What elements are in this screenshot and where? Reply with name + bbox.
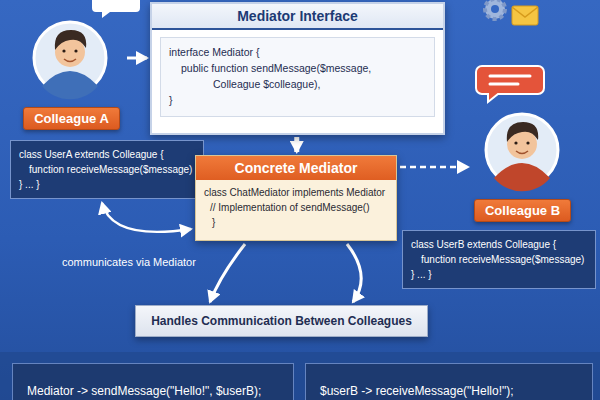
code-line: } ... }: [19, 177, 195, 192]
speech-bubble-icon: [92, 0, 140, 18]
code-line: public function sendMessage($message,: [169, 60, 426, 76]
code-line: // Implementation of sendMessage(): [204, 200, 388, 215]
avatar-smile: [516, 151, 528, 154]
avatar-eye: [74, 49, 77, 52]
connector: [400, 166, 468, 169]
connector: [102, 203, 191, 232]
code-area: interface Mediator {public function send…: [160, 37, 435, 117]
bubble: [92, 0, 140, 18]
concrete-mediator-box: Concrete Mediatorclass ChatMediator impl…: [195, 155, 397, 241]
avatar-shirt: [42, 71, 98, 99]
colleague-label: Colleague B: [470, 100, 575, 222]
code-box: class UserA extends Colleague {function …: [10, 140, 204, 199]
interface-panel: Mediator Interface interface Mediator {pu…: [150, 2, 445, 135]
gear-hole: [491, 5, 499, 13]
code-line: Mediator -> sendMessage("Hello!", $userB…: [27, 384, 281, 398]
code-line: interface Mediator {: [169, 44, 426, 60]
avatar-eye: [526, 141, 529, 144]
avatar-smile: [64, 59, 76, 62]
connector: [294, 137, 299, 152]
summary-band: Handles Communication Between Colleagues: [135, 305, 428, 337]
avatar-eye: [514, 141, 517, 144]
code-example: $userB -> receiveMessage("Hello!");: [305, 363, 593, 400]
colleague-name: Colleague A: [23, 107, 120, 130]
code-line: function receiveMessage($message): [411, 252, 587, 267]
envelope: [512, 6, 538, 25]
avatar-a: [34, 22, 106, 99]
code-line: class ChatMediator implements Mediator: [204, 185, 388, 200]
chat-lines: [490, 76, 530, 84]
avatar-b: [486, 114, 558, 191]
avatar-hair: [507, 122, 538, 142]
code-line: }: [204, 215, 388, 230]
box-heading: Concrete Mediator: [196, 156, 396, 180]
code-box: class UserB extends Colleague {function …: [402, 230, 596, 289]
box-heading: Mediator Interface: [152, 4, 443, 30]
avatar-shirt: [494, 163, 550, 191]
colleague-name: Colleague B: [474, 199, 571, 222]
connector: [210, 244, 245, 302]
band-text: Handles Communication Between Colleagues: [150, 314, 413, 328]
code-example: Mediator -> sendMessage("Hello!", $userB…: [12, 363, 294, 400]
chat-bubble: [476, 66, 544, 102]
code-line: }: [169, 92, 426, 108]
code-line: $userB -> receiveMessage("Hello!");: [320, 384, 580, 398]
code-line: class UserB extends Colleague {: [411, 237, 587, 252]
annotation: communicates via Mediator: [62, 256, 196, 268]
connector: [347, 244, 361, 302]
code-line: } ... }: [411, 267, 587, 282]
gear: [485, 0, 505, 19]
envelope-flap: [512, 7, 538, 17]
colleague-label: Colleague A: [18, 16, 125, 130]
code-line: class UserA extends Colleague {: [19, 147, 195, 162]
gear-icon: [485, 0, 505, 19]
connector: [127, 57, 147, 60]
code-area: class ChatMediator implements Mediator//…: [196, 180, 396, 236]
chat-bubble-icon: [476, 66, 544, 102]
avatar-eye: [62, 49, 65, 52]
code-line: function receiveMessage($message): [19, 162, 195, 177]
code-line: Colleague $colleague),: [169, 76, 426, 92]
avatar-hair: [55, 30, 86, 50]
envelope-icon: [512, 6, 538, 25]
